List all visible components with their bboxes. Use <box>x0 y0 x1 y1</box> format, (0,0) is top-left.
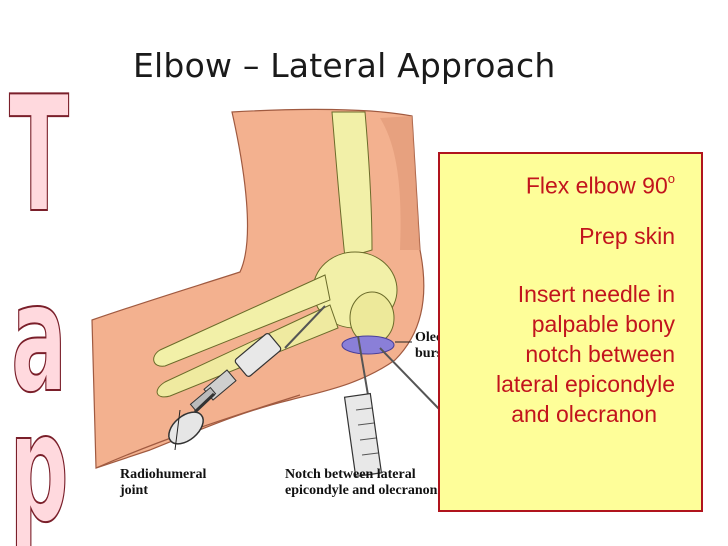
wordart-letter-a: a <box>11 251 67 426</box>
slide-title: Elbow – Lateral Approach <box>133 46 556 85</box>
radius-bone <box>153 274 331 367</box>
notch-label-line2: epicondyle and olecranon <box>285 483 438 498</box>
syringe-radiohumeral <box>168 305 326 445</box>
instruction-line-6: lateral epicondyle <box>495 371 675 397</box>
radiohumeral-joint-label: Radiohumeral joint <box>120 467 206 499</box>
instruction-line-1-text: Flex elbow 90 <box>525 172 668 199</box>
instruction-line-4: palpable bony <box>531 311 675 337</box>
notch-label-line1: Notch between lateral <box>285 467 416 482</box>
instruction-line-5: notch between <box>525 341 675 367</box>
degree-superscript: o <box>667 171 675 186</box>
arm-shadow <box>380 116 420 250</box>
instruction-line-7: and olecranon <box>511 401 657 427</box>
syringe-notch <box>343 335 383 478</box>
notch-label: Notch between lateral epicondyle and ole… <box>285 467 437 499</box>
tap-wordart: T a p <box>8 70 70 546</box>
instruction-box: Flex elbow 90o Prep skin Insert needle i… <box>438 152 703 512</box>
leader-radiohumeral <box>174 409 181 451</box>
radiohumeral-label-line2: joint <box>120 483 148 498</box>
radiohumeral-label-line1: Radiohumeral <box>120 467 207 482</box>
instruction-line-2: Prep skin <box>579 223 675 249</box>
instruction-line-1: Flex elbow 90o <box>526 166 675 201</box>
wordart-letter-p: p <box>10 381 69 546</box>
bursa-shape <box>341 335 395 355</box>
instruction-line-3: Insert needle in <box>517 281 675 307</box>
wordart-letter-t: T <box>9 70 69 248</box>
